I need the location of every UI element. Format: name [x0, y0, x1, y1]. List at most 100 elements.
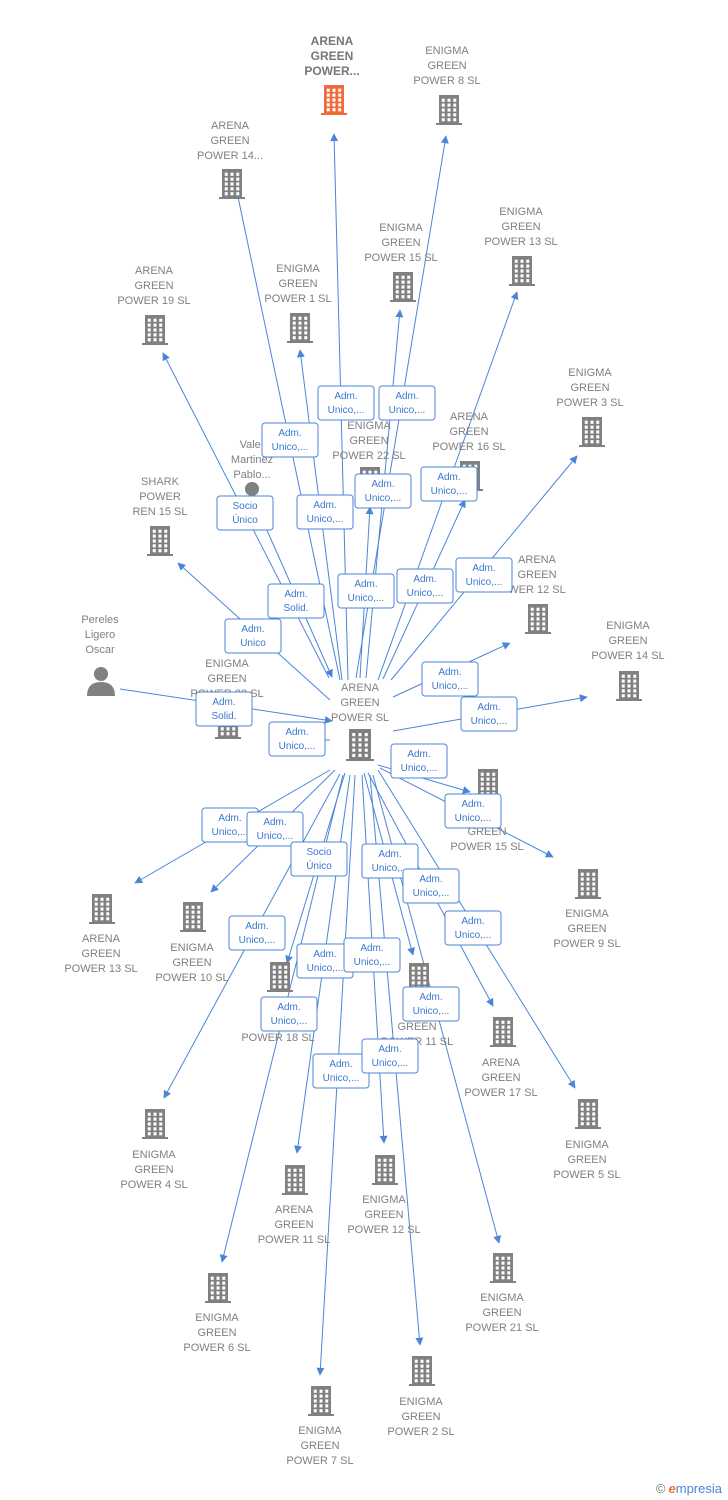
node-label: GREEN [481, 1072, 520, 1084]
edge-label-badge[interactable]: Adm.Unico,... [228, 915, 286, 951]
node-label: ENIGMA [276, 263, 320, 275]
edge-label-badge[interactable]: Adm.Unico,... [378, 385, 436, 421]
edge-label-text: Unico,... [413, 1006, 450, 1017]
edge-label-text: Unico,... [348, 593, 385, 604]
edge-label-text: Adm. [461, 799, 484, 810]
edge-label-text: Adm. [313, 949, 336, 960]
node-label: POWER 5 SL [553, 1169, 620, 1181]
building-icon [89, 894, 115, 924]
edge-label-badge[interactable]: Adm.Unico,... [361, 1038, 419, 1074]
edge-label-badge[interactable]: Adm.Unico,... [312, 1053, 370, 1089]
edge-label-badge[interactable]: Adm.Unico,... [354, 473, 412, 509]
edge-label-badge[interactable]: Adm.Unico,... [420, 466, 478, 502]
node-label: ENIGMA [132, 1149, 176, 1161]
edge-label-text: Adm. [407, 749, 430, 760]
edge-label-badge[interactable]: Adm.Unico,... [402, 868, 460, 904]
node-label: POWER 16 SL [432, 441, 505, 453]
edge-label-text: Adm. [419, 992, 442, 1003]
node-label: ENIGMA [170, 942, 214, 954]
node-label: ENIGMA [362, 1194, 406, 1206]
node-label: POWER 10 SL [155, 972, 228, 984]
node-label: POWER SL [331, 712, 389, 724]
edge-label-text: Unico,... [354, 957, 391, 968]
node-label: Martinez [231, 454, 273, 466]
edge-label-badge[interactable]: Adm.Unico,... [460, 696, 518, 732]
edge-label-text: Unico,... [272, 442, 309, 453]
company-node[interactable]: POWER 18 SL [241, 962, 315, 1044]
edge-label-text: Solid. [283, 603, 308, 614]
edge-label-text: Adm. [360, 943, 383, 954]
node-label: WER 12 SL [508, 584, 565, 596]
edge-label-badge[interactable]: Adm. Unico,... [390, 743, 448, 779]
node-label: POWER 8 SL [413, 75, 480, 87]
edge-label-text: Unico,... [271, 1016, 308, 1027]
edge-label-badge[interactable]: Adm.Unico,... [260, 996, 318, 1032]
node-label: GREEN [81, 948, 120, 960]
edge-label-badge[interactable]: Adm.Unico,... [444, 910, 502, 946]
edge-label-text: Unico,... [328, 405, 365, 416]
edge-label-text: Unico,... [401, 763, 438, 774]
edge-label-badge[interactable]: Adm.Solid. [267, 583, 325, 619]
edge-label-badge[interactable]: Adm.Unico,... [444, 793, 502, 829]
company-node[interactable]: ARENAGREENPOWER... [304, 34, 360, 115]
node-label: GREEN [311, 49, 354, 63]
edge-label-badge[interactable]: Adm.Unico,... [201, 807, 259, 843]
node-label: ARENA [135, 265, 174, 277]
edge-label-badge[interactable]: Adm.Unico,... [421, 661, 479, 697]
edge-label-badge[interactable]: Adm.Unico,... [396, 568, 454, 604]
edge-label-badge[interactable]: Adm.Unico,... [317, 385, 375, 421]
node-label: ENIGMA [565, 908, 609, 920]
node-label: GREEN [364, 1209, 403, 1221]
edge-label-text: Adm. [378, 849, 401, 860]
node-label: POWER 3 SL [556, 397, 623, 409]
edge-label-badge[interactable]: Adm.Solid. [195, 691, 253, 727]
edge-label-text: Adm. [263, 817, 286, 828]
edge-label-badge[interactable]: Adm.Unico,... [268, 721, 326, 757]
node-label: ENIGMA [205, 658, 249, 670]
edge-label-text: Unico,... [389, 405, 426, 416]
building-icon [267, 962, 293, 992]
node-label: GREEN [340, 697, 379, 709]
node-label: POWER 11 SL [258, 1234, 331, 1246]
edge-label-badge[interactable]: Adm. Unico,... [343, 937, 401, 973]
edge-label-badge[interactable]: Adm.Unico,... [296, 494, 354, 530]
edge-label-badge[interactable]: Adm.Unico,... [246, 811, 304, 847]
edge-label-badge[interactable]: Adm.Unico,... [455, 557, 513, 593]
node-label: POWER 1 SL [264, 293, 331, 305]
edge-label-text: Unico,... [239, 935, 276, 946]
edge-label-badge[interactable]: Adm. Unico,... [402, 986, 460, 1022]
edge-label-badge[interactable]: Adm.Unico [224, 618, 282, 654]
building-icon [616, 671, 642, 701]
edge-label-badge[interactable]: Adm.Unico,... [337, 573, 395, 609]
edge-label-badge[interactable]: Adm.Unico,... [261, 422, 319, 458]
node-label: POWER 15 SL [450, 841, 523, 853]
edge-label-text: Unico,... [466, 577, 503, 588]
